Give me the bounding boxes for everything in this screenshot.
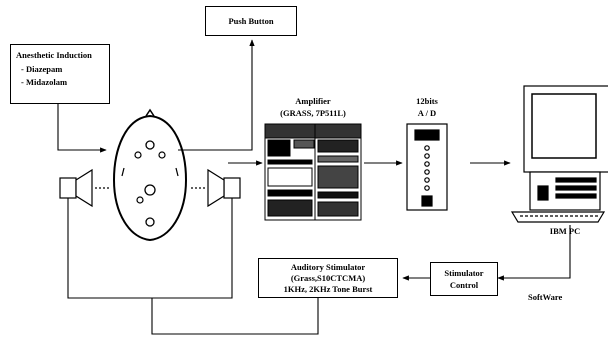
auditory-stimulator-box: Auditory Stimulator (Grass,S10CTCMA) 1KH… xyxy=(258,258,398,298)
arrow-anesthetic-to-head xyxy=(57,104,107,153)
anesthetic-item-diazepam: - Diazepam xyxy=(21,64,63,74)
amplifier-icon xyxy=(264,123,362,221)
stimulator-control-line2: Control xyxy=(449,280,479,290)
amplifier-model: (GRASS, 7P511L) xyxy=(280,108,346,118)
arrow-pc-to-stimcontrol xyxy=(497,225,571,281)
auditory-line3: 1KHz, 2KHz Tone Burst xyxy=(283,284,373,294)
head-electrodes-icon xyxy=(112,108,188,242)
ad-converter-icon xyxy=(406,123,448,211)
auditory-line1: Auditory Stimulator xyxy=(290,262,366,272)
ibm-pc-icon xyxy=(510,85,608,223)
arrow-head-to-pushbutton xyxy=(178,39,255,151)
stimulator-control-line1: Stimulator xyxy=(444,268,484,278)
ad-label: A / D xyxy=(417,108,437,118)
auditory-line2: (Grass,S10CTCMA) xyxy=(290,273,366,283)
push-button-box: Push Button xyxy=(205,6,297,36)
feedback-loop xyxy=(67,192,319,335)
right-speaker-icon xyxy=(190,168,241,208)
anesthetic-item-midazolam: - Midazolam xyxy=(21,77,68,87)
software-label: SoftWare xyxy=(528,292,563,302)
ibm-pc-label: IBM PC xyxy=(549,226,581,236)
anesthetic-title: Anesthetic Induction xyxy=(16,50,92,60)
push-button-label: Push Button xyxy=(228,16,274,26)
amplifier-title: Amplifier xyxy=(295,96,331,106)
left-speaker-icon xyxy=(59,168,110,208)
stimulator-control-box: Stimulator Control xyxy=(430,262,498,296)
ad-bits-label: 12bits xyxy=(416,96,438,106)
anesthetic-induction-box: Anesthetic Induction - Diazepam - Midazo… xyxy=(10,44,110,104)
